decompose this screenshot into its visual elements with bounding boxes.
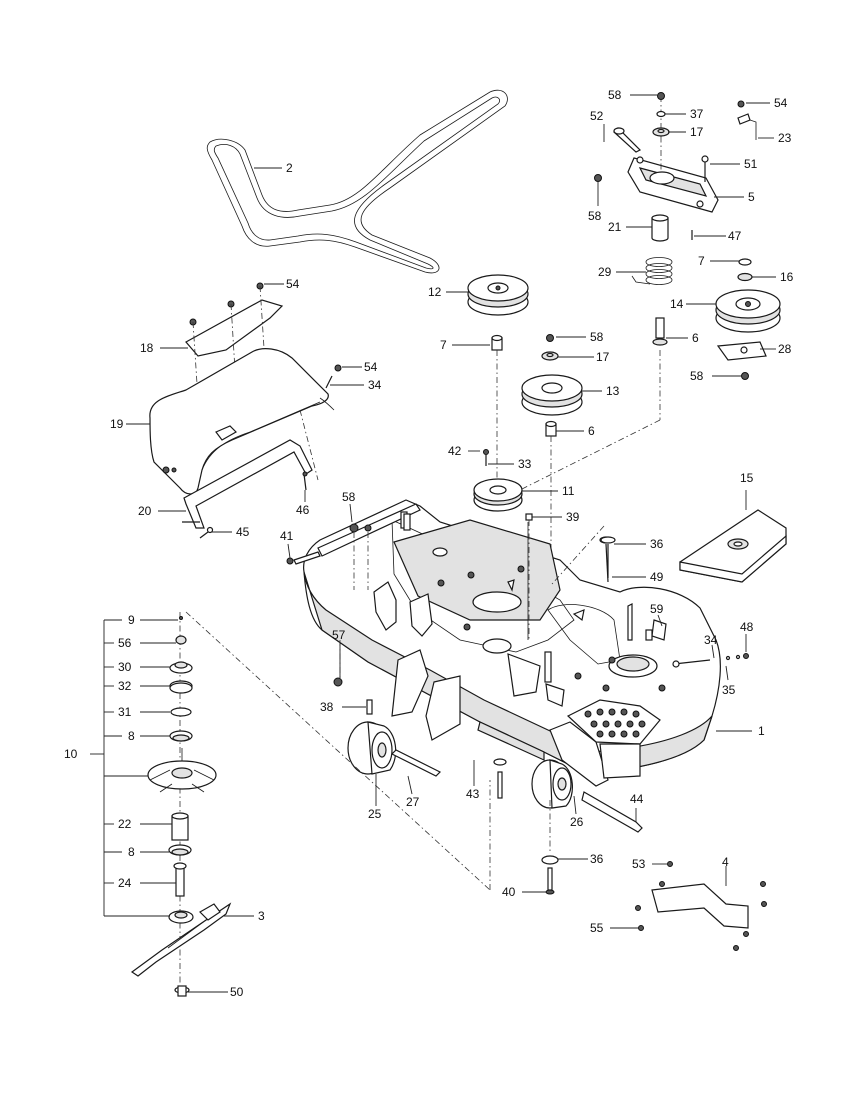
callout-42: 42 [448,444,462,458]
idler-arm-assembly [594,92,781,420]
callout-43: 43 [466,787,480,801]
callout-7: 7 [440,338,447,352]
callout-22: 22 [118,817,132,831]
callout-4: 4 [722,855,729,869]
callout-50: 50 [230,985,244,999]
callout-6: 6 [588,424,595,438]
callout-54: 54 [364,360,378,374]
callout-44: 44 [630,792,644,806]
belt-cover-assembly [149,282,342,539]
callout-17: 17 [690,125,704,139]
callout-40: 40 [502,885,516,899]
callout-21: 21 [608,220,622,234]
callout-26: 26 [570,815,584,829]
callout-5: 5 [748,190,755,204]
callout-59: 59 [650,602,664,616]
callout-51: 51 [744,157,758,171]
deck-right-parts [600,509,787,951]
assembly-bracket-10 [90,619,170,917]
callout-46: 46 [296,503,310,517]
anti-scalp-wheels [347,721,643,895]
callout-28: 28 [778,342,792,356]
callout-23: 23 [778,131,792,145]
callout-49: 49 [650,570,664,584]
callout-8: 8 [128,729,135,743]
callout-24: 24 [118,876,132,890]
callout-34: 34 [368,378,382,392]
callout-20: 20 [138,504,152,518]
callout-53: 53 [632,857,646,871]
callout-3: 3 [258,909,265,923]
callout-45: 45 [236,525,250,539]
callout-17: 17 [596,350,610,364]
callout-1: 1 [758,724,765,738]
drive-belt [206,89,508,274]
callout-8: 8 [128,845,135,859]
callout-55: 55 [590,921,604,935]
callout-29: 29 [598,265,612,279]
callout-30: 30 [118,660,132,674]
callout-47: 47 [728,229,742,243]
callout-13: 13 [606,384,620,398]
callout-27: 27 [406,795,420,809]
callout-33: 33 [518,457,532,471]
callout-37: 37 [690,107,704,121]
callout-39: 39 [566,510,580,524]
callout-32: 32 [118,679,132,693]
callout-11: 11 [562,484,575,498]
callout-58: 58 [690,369,704,383]
spindle-assembly [130,611,491,997]
callout-58: 58 [590,330,604,344]
mower-deck-housing [303,499,749,787]
callout-38: 38 [320,700,334,714]
callout-14: 14 [670,297,684,311]
callout-12: 12 [428,285,442,299]
callout-35: 35 [722,683,736,697]
callout-labels: 2 58 54 37 52 17 23 51 5 58 21 47 7 16 2… [64,88,794,999]
callout-36: 36 [590,852,604,866]
callout-58: 58 [608,88,622,102]
callout-36: 36 [650,537,664,551]
callout-31: 31 [118,705,132,719]
pulleys-center [467,274,661,580]
callout-48: 48 [740,620,754,634]
callout-34: 34 [704,633,718,647]
callout-52: 52 [590,109,604,123]
callout-58: 58 [342,490,356,504]
callout-6: 6 [692,331,699,345]
callout-19: 19 [110,417,124,431]
callout-10: 10 [64,747,78,761]
callout-7: 7 [698,254,705,268]
callout-9: 9 [128,613,135,627]
callout-54: 54 [774,96,788,110]
callout-58: 58 [588,209,602,223]
callout-25: 25 [368,807,382,821]
callout-54: 54 [286,277,300,291]
callout-2: 2 [286,161,293,175]
leader-lines [126,94,776,993]
callout-15: 15 [740,471,754,485]
callout-18: 18 [140,341,154,355]
callout-57: 57 [332,628,346,642]
callout-41: 41 [280,529,294,543]
callout-16: 16 [780,270,794,284]
callout-56: 56 [118,636,132,650]
